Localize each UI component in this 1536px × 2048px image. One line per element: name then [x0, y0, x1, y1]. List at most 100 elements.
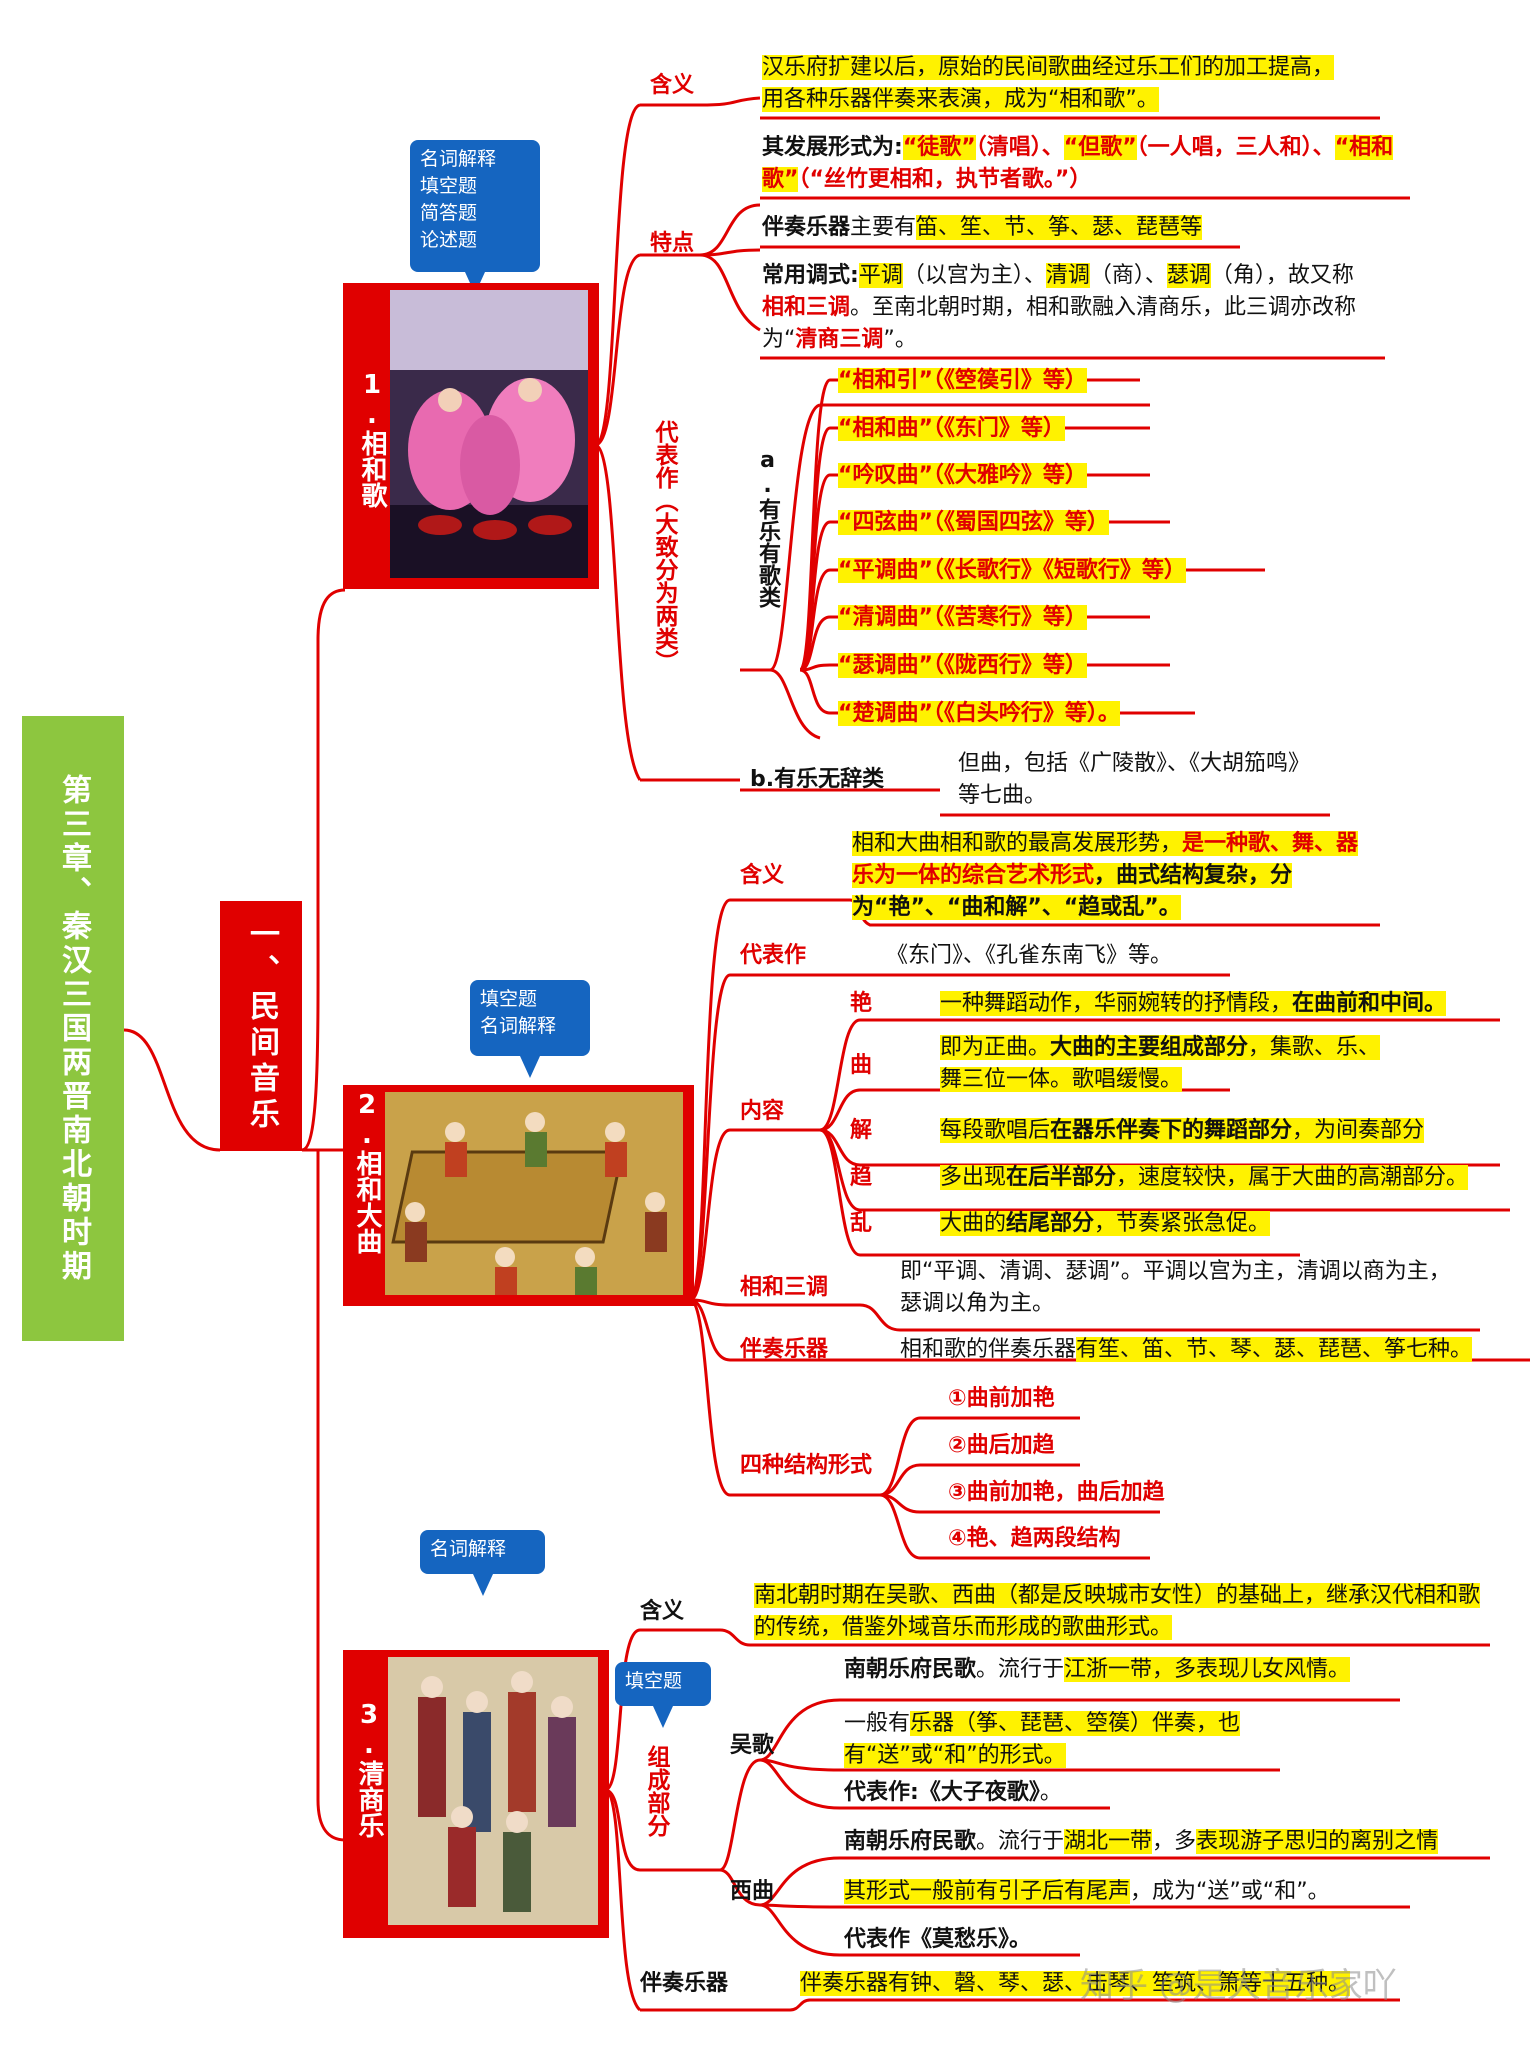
neirong-key-qu: 曲: [850, 1053, 873, 1078]
wuge-1-d: ，多表现儿女风情。: [1152, 1657, 1351, 1682]
a-item: “相和引”（《箜篌引》等）: [838, 366, 1087, 396]
xiqu-1-d: ，多: [1152, 1829, 1197, 1854]
label-banzou-2: 伴奏乐器: [740, 1337, 829, 1362]
tiaoshi-f: （角），故又称: [1210, 263, 1354, 288]
callout-xianghege: 名词解释 填空题 简答题 论述题: [410, 140, 540, 294]
a-item-text: “相和引”（《箜篌引》等）: [838, 368, 1087, 393]
label-hanyi-3: 含义: [640, 1599, 685, 1624]
xiqu-line-1: 南朝乐府民歌。流行于湖北一带，多表现游子思归的离别之情: [844, 1826, 1439, 1858]
banzou-2-b: 有笙、笛、节、琴、瑟、琵琶、筝七种。: [1076, 1337, 1473, 1362]
xiqu-3-b: 《莫愁乐》: [910, 1927, 1010, 1952]
a-item-text: “平调曲”（《长歌行》《短歌行》等）: [838, 558, 1186, 583]
jie-a: 每段歌唱后: [940, 1118, 1051, 1143]
callout-line: 简答题: [420, 202, 478, 224]
text-fazhan: 其发展形式为:“徒歌”（清唱）、“但歌”（一人唱，三人和）、“相和歌”（“丝竹更…: [762, 132, 1402, 196]
callout-line: 填空题: [420, 175, 478, 197]
label-a-class: a.有乐有歌类: [755, 448, 780, 608]
xiqu-line-2: 其形式一般前有引子后有尾声，成为“送”或“和”。: [844, 1876, 1330, 1908]
text-banzou-1: 伴奏乐器主要有笛、笙、节、筝、瑟、琵琶等: [762, 212, 1203, 244]
text-daibiao-2: 《东门》、《孔雀东南飞》等。: [886, 943, 1173, 968]
label-neirong: 内容: [740, 1099, 785, 1124]
section-title-node[interactable]: 一、民间音乐: [220, 901, 302, 1151]
ladies-painting: [388, 1657, 598, 1925]
yan-b: 在曲前和中间。: [1292, 991, 1447, 1016]
xiqu-3-c: 。: [1009, 1927, 1032, 1952]
neirong-text-yan: 一种舞蹈动作，华丽婉转的抒情段，在曲前和中间。: [940, 988, 1447, 1020]
wuge-line-1: 南朝乐府民歌。流行于江浙一带，多表现儿女风情。: [844, 1654, 1351, 1686]
a-item-text: “瑟调曲”（《陇西行》等）: [838, 653, 1087, 678]
label-wuge: 吴歌: [730, 1733, 775, 1758]
label-hanyi-2: 含义: [740, 863, 785, 888]
luan-a: 大曲的: [940, 1211, 1007, 1236]
callout-line: 名词解释: [420, 148, 497, 170]
xiqu-2-b: ，成为“送”或“和”。: [1130, 1879, 1330, 1904]
jiegou-item: ③曲前加艳，曲后加趋: [948, 1480, 1165, 1505]
wuge-1-a: 南朝乐府民歌: [844, 1657, 977, 1682]
neirong-text-qu: 即为正曲。大曲的主要组成部分，集歌、乐、舞三位一体。歌唱缓慢。: [940, 1032, 1400, 1096]
a-item: “四弦曲”（《蜀国四弦》等）: [838, 508, 1109, 538]
label-b-class: b.有乐无辞类: [750, 767, 885, 792]
neirong-key-yan: 艳: [850, 991, 873, 1016]
callout-line: 填空题: [625, 1670, 683, 1692]
tiaoshi-d: （商）、: [1089, 263, 1167, 288]
tiaoshi-h: 。至南北朝时期，相和歌融入清商乐，此三调亦改称为“: [762, 295, 1357, 352]
neirong-key-luan: 乱: [850, 1211, 873, 1236]
callout-line: 论述题: [420, 229, 478, 251]
wuge-2-a: 一般有: [844, 1711, 911, 1736]
callout-qingshang: 名词解释: [420, 1530, 545, 1596]
a-item-text: “相和曲”（《东门》等）: [838, 416, 1065, 441]
tiaoshi-pingdiao: 平调: [858, 263, 903, 288]
text-banzou-3: 伴奏乐器有钟、磬、琴、瑟、击琴、笙筑、箫等十五种。: [800, 1968, 1351, 2000]
fazhan-qingchang: （清唱）、: [975, 135, 1064, 160]
qu2-b: 在后半部分: [1006, 1165, 1117, 1190]
wuge-1-c: 江浙一带: [1064, 1657, 1153, 1682]
neirong-text-jie: 每段歌唱后在器乐伴奏下的舞蹈部分，为间奏部分: [940, 1115, 1425, 1147]
xiqu-1-e: 表现游子思归的离别之情: [1196, 1829, 1439, 1854]
a-item-text: “吟叹曲”（《大雅吟》等）: [838, 463, 1087, 488]
hanyi-3-text: 南北朝时期在吴歌、西曲（都是反映城市女性）的基础上，继承汉代相和歌的传统，借鉴外…: [754, 1583, 1481, 1640]
callout-line: 名词解释: [480, 1015, 557, 1037]
text-sandiao: 即“平调、清调、瑟调”。平调以宫为主，清调以商为主，瑟调以角为主。: [900, 1259, 1451, 1316]
jiegou-item: ④艳、趋两段结构: [948, 1526, 1121, 1551]
wuge-line-3: 代表作:《大子夜歌》。: [844, 1777, 1062, 1809]
jiegou-item: ②曲后加趋: [948, 1433, 1055, 1458]
tiaoshi-b: （以宫为主）、: [902, 263, 1046, 288]
banzou-1-label: 伴奏乐器: [762, 215, 851, 240]
a-item: “楚调曲”（《白头吟行》等）。: [838, 699, 1120, 729]
text-b-class: 但曲，包括《广陵散》、《大胡笳鸣》等七曲。: [958, 751, 1311, 808]
jiegou-item: ①曲前加艳: [948, 1386, 1055, 1411]
fazhan-sizhu: （“丝竹更相和，执节者歌。”）: [798, 167, 1092, 192]
xiqu-2-a: 其形式一般前有引子后有尾声: [844, 1879, 1131, 1904]
text-hanyi-2: 相和大曲相和歌的最高发展形势，是一种歌、舞、器乐为一体的综合艺术形式，曲式结构复…: [852, 828, 1372, 924]
a-item: “相和曲”（《东门》等）: [838, 414, 1065, 444]
a-item: “清调曲”（《苦寒行》等）: [838, 603, 1087, 633]
watermark: 知乎 @是大音乐家吖: [1080, 1966, 1397, 2006]
a-item: “瑟调曲”（《陇西行》等）: [838, 651, 1087, 681]
qu2-c: ，速度较快，属于大曲的高潮部分。: [1116, 1165, 1469, 1190]
wuge-2-b: 乐器（筝、琵琶、箜篌）伴奏: [910, 1711, 1197, 1736]
xiqu-line-3: 代表作《莫愁乐》。: [844, 1924, 1031, 1956]
wuge-3-b: 《大子夜歌》: [918, 1780, 1040, 1805]
fazhan-prefix: 其发展形式为:: [762, 135, 903, 160]
qu-b: 大曲的主要组成部分: [1050, 1035, 1249, 1060]
chapter-title-node[interactable]: 第三章、秦汉三国两晋南北朝时期: [22, 716, 124, 1341]
luan-c: ，节奏紧张急促。: [1094, 1211, 1271, 1236]
dancer-photo: [390, 290, 588, 578]
xiqu-1-b: 。流行于: [976, 1829, 1065, 1854]
callout-zucheng: 填空题: [615, 1662, 711, 1728]
a-item-text: “四弦曲”（《蜀国四弦》等）: [838, 510, 1109, 535]
wuge-3-c: 。: [1039, 1780, 1062, 1805]
label-jiegou: 四种结构形式: [740, 1453, 873, 1478]
banquet-painting: [385, 1092, 683, 1295]
xiqu-1-c: 湖北一带: [1064, 1829, 1153, 1854]
neirong-text-luan: 大曲的结尾部分，节奏紧张急促。: [940, 1208, 1271, 1240]
text-hanyi-1: 汉乐府扩建以后，原始的民间歌曲经过乐工们的加工提高，用各种乐器伴奏来表演，成为“…: [762, 52, 1342, 116]
label-banzou-3: 伴奏乐器: [640, 1971, 729, 1996]
topic-label-xianghege: 1.相和歌: [357, 370, 387, 508]
hanyi-2-a: 相和大曲相和歌的最高发展形势，: [852, 831, 1183, 856]
label-daibiao-1: 代表作（大致分为两类）: [651, 420, 677, 673]
qu2-a: 多出现: [940, 1165, 1007, 1190]
label-hanyi-1: 含义: [650, 73, 695, 98]
wuge-3-a: 代表作:: [844, 1780, 919, 1805]
